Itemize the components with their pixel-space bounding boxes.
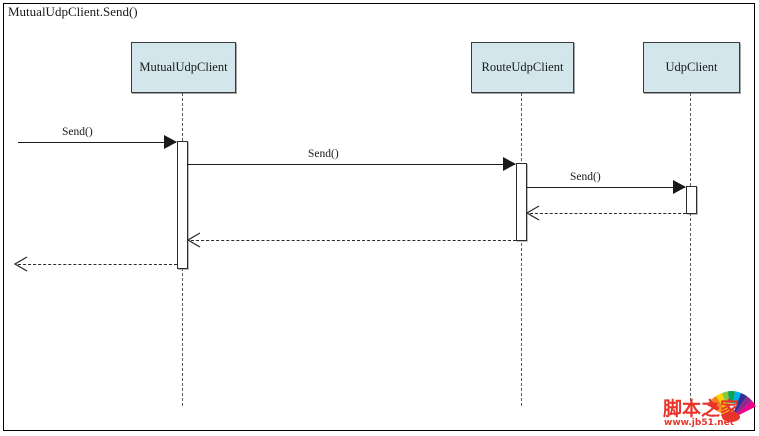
arrowhead-filled-2 bbox=[503, 157, 516, 171]
watermark-url: www.jb51.net bbox=[664, 418, 735, 428]
page-title: MutualUdpClient.Send() bbox=[8, 4, 138, 19]
message-label-send-3: Send() bbox=[570, 171, 601, 183]
activation-bar-udpclient[interactable] bbox=[686, 186, 697, 214]
activation-bar-routeudpclient[interactable] bbox=[516, 163, 527, 241]
return-line-2 bbox=[191, 240, 516, 241]
peacock-fan-icon bbox=[707, 391, 756, 422]
participant-udpclient[interactable]: UdpClient bbox=[643, 42, 740, 93]
participant-mutualudpclient[interactable]: MutualUdpClient bbox=[131, 42, 236, 93]
message-line-send-1 bbox=[18, 142, 176, 143]
participant-label: RouteUdpClient bbox=[481, 60, 564, 74]
arrowhead-open-2 bbox=[186, 232, 201, 248]
arrowhead-filled-3 bbox=[673, 180, 686, 194]
arrowhead-open-1 bbox=[525, 205, 540, 221]
message-label-send-2: Send() bbox=[308, 148, 339, 160]
return-line-3 bbox=[18, 264, 177, 265]
message-line-send-3 bbox=[527, 187, 685, 188]
lifeline-udpclient bbox=[690, 93, 691, 406]
watermark-text: 脚本之家 bbox=[663, 398, 740, 420]
lifeline-routeudpclient bbox=[521, 93, 522, 406]
diagram-frame bbox=[3, 3, 755, 431]
participant-label: UdpClient bbox=[665, 60, 718, 74]
participant-routeudpclient[interactable]: RouteUdpClient bbox=[471, 42, 574, 93]
arrowhead-filled-1 bbox=[164, 135, 177, 149]
watermark: 脚本之家 www.jb51.net bbox=[663, 388, 759, 434]
message-label-send-1: Send() bbox=[62, 126, 93, 138]
message-line-send-2 bbox=[188, 164, 515, 165]
activation-bar-mutualudpclient[interactable] bbox=[177, 141, 188, 269]
participant-label: MutualUdpClient bbox=[139, 60, 228, 74]
arrowhead-open-3 bbox=[13, 256, 28, 272]
return-line-1 bbox=[530, 213, 686, 214]
